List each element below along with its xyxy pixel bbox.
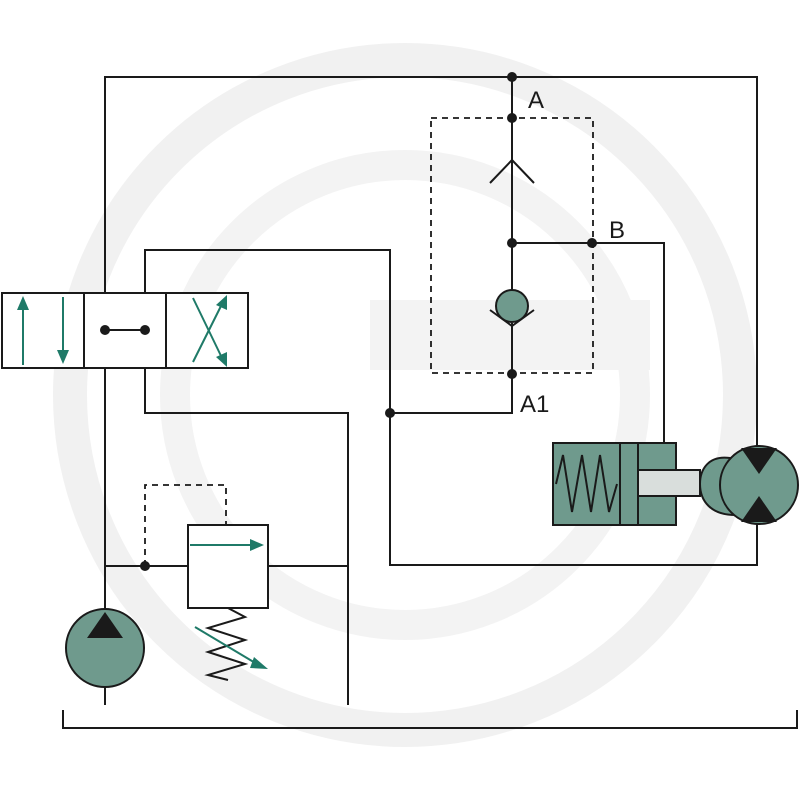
hydraulic-motor-icon: [698, 445, 799, 525]
pressure-relief-valve-icon: [144, 484, 269, 681]
hydraulic-pump-icon: [65, 608, 145, 688]
port-a1-label: A1: [520, 391, 549, 418]
junction-points: [100, 72, 597, 571]
three-position-directional-valve-icon: [1, 292, 249, 369]
spring-return-cylinder-icon: [552, 442, 701, 526]
check-valve-icon: [489, 289, 535, 328]
port-a-label: A: [528, 87, 544, 114]
port-b-label: B: [609, 217, 625, 244]
watermark-logo: [53, 43, 757, 747]
